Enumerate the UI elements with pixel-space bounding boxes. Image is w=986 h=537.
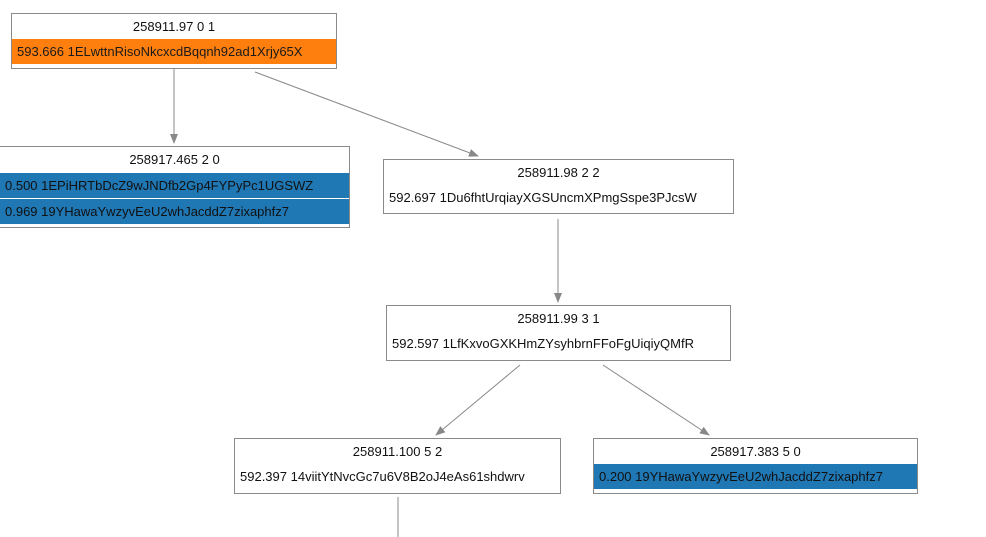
edge-n1-n3	[254, 71, 479, 157]
tx-node-n3[interactable]: 258911.98 2 2 592.697 1Du6fhtUrqiayXGSUn…	[383, 159, 734, 214]
tx-node-header: 258917.465 2 0	[129, 152, 220, 167]
tx-output-row: 0.500 1EPiHRTbDcZ9wJNDfb2Gp4FYPyPc1UGSWZ	[0, 172, 349, 198]
tx-output-row: 592.697 1Du6fhtUrqiayXGSUncmXPmgSspe3PJc…	[384, 185, 733, 210]
edge-n4-n5	[435, 364, 521, 436]
tx-node-n4[interactable]: 258911.99 3 1 592.597 1LfKxvoGXKHmZYsyhb…	[386, 305, 731, 361]
edge-n4-n6	[602, 364, 710, 436]
tx-output-row: 593.666 1ELwttnRisoNkcxcdBqqnh92ad1Xrjy6…	[12, 39, 336, 64]
tx-node-header: 258911.99 3 1	[517, 311, 600, 326]
tx-node-n6[interactable]: 258917.383 5 0 0.200 19YHawaYwzyvEeU2whJ…	[593, 438, 918, 494]
tx-node-n1[interactable]: 258911.97 0 1 593.666 1ELwttnRisoNkcxcdB…	[11, 13, 337, 69]
tx-node-n5[interactable]: 258911.100 5 2 592.397 14viitYtNvcGc7u6V…	[234, 438, 561, 494]
tx-output-row: 592.597 1LfKxvoGXKHmZYsyhbrnFFoFgUiqiyQM…	[387, 331, 730, 356]
tx-output-row: 0.969 19YHawaYwzyvEeU2whJacddZ7zixaphfz7	[0, 198, 349, 224]
tx-node-header: 258911.100 5 2	[352, 444, 443, 459]
tx-output-row: 0.200 19YHawaYwzyvEeU2whJacddZ7zixaphfz7	[594, 464, 917, 489]
tx-output-row: 592.397 14viitYtNvcGc7u6V8B2oJ4eAs61shdw…	[235, 464, 560, 489]
tx-node-header: 258917.383 5 0	[710, 444, 801, 459]
tx-node-n2[interactable]: 258917.465 2 0 0.500 1EPiHRTbDcZ9wJNDfb2…	[0, 146, 350, 228]
tx-node-header: 258911.97 0 1	[132, 19, 216, 34]
tx-node-header: 258911.98 2 2	[517, 165, 600, 180]
